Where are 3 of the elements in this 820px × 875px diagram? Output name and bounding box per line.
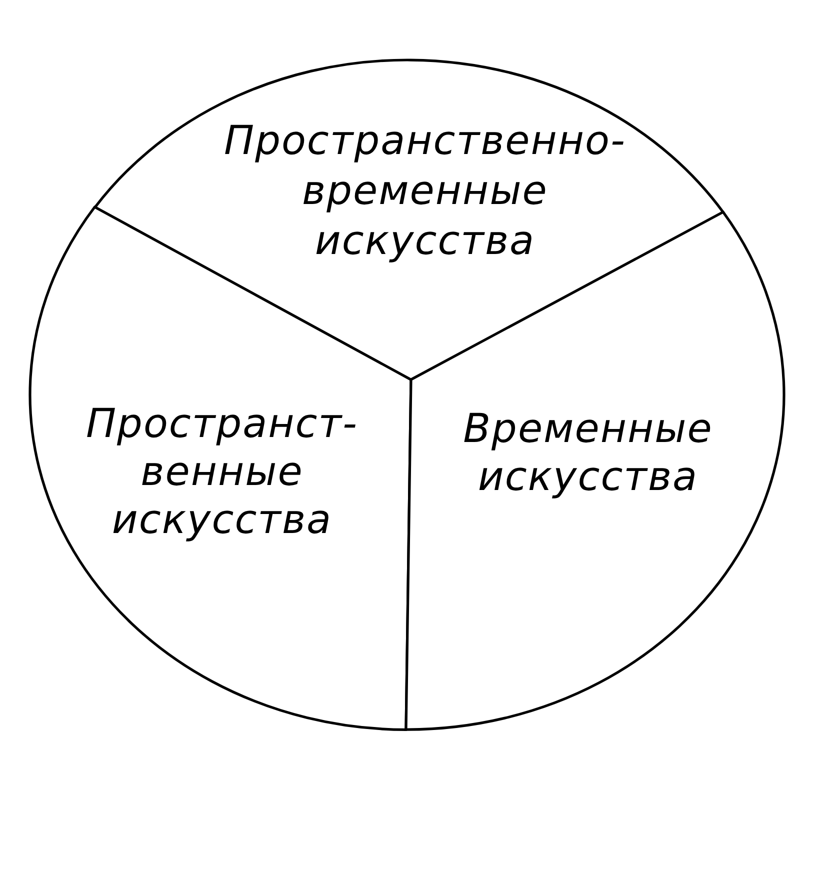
sector-label: Пространственно-временные искусства xyxy=(222,116,627,266)
sector-label: Пространст-венные искусства xyxy=(84,400,359,544)
sector-label: Временные искусства xyxy=(462,404,714,501)
